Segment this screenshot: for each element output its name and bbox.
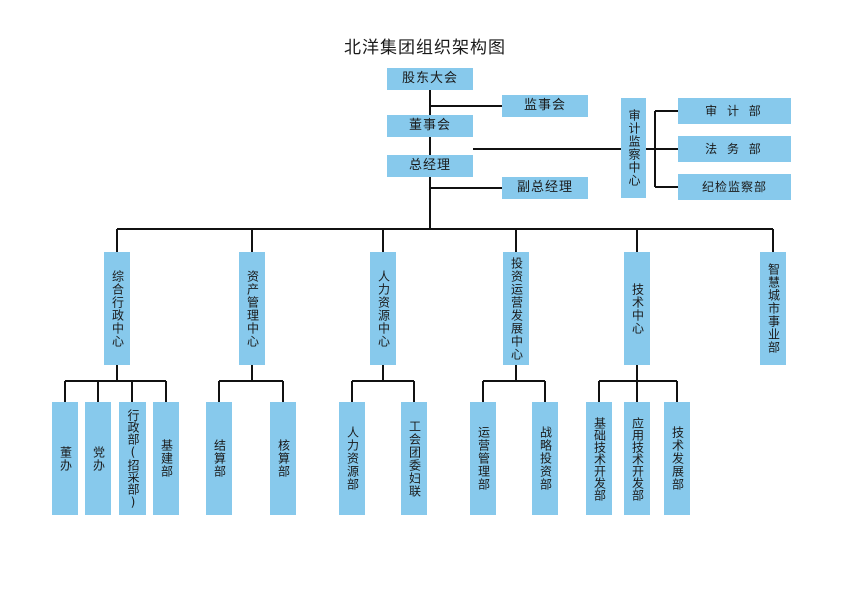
node-dept-union: 工会团委妇联 (401, 402, 427, 515)
node-board: 董事会 (387, 115, 473, 137)
node-dept-tech-development: 技术发展部 (664, 402, 690, 515)
node-center-admin: 综合行政中心 (104, 252, 130, 365)
dept-label: 基础技术开发部 (592, 416, 607, 501)
dept-label: 人力资源部 (345, 426, 360, 491)
node-dept-applied-tech: 应用技术开发部 (624, 402, 650, 515)
dept-label: 战略投资部 (538, 426, 553, 491)
node-center-smartcity: 智慧城市事业部 (760, 252, 786, 365)
node-general-manager: 总经理 (387, 155, 473, 177)
audit-center-label: 审计监察中心 (627, 109, 641, 187)
dept-label: 基建部 (159, 439, 174, 478)
node-audit-dept: 审 计 部 (678, 98, 791, 124)
node-audit-center: 审计监察中心 (621, 98, 646, 198)
node-center-asset: 资产管理中心 (239, 252, 265, 365)
node-dept-settlement: 结算部 (206, 402, 232, 515)
dept-label: 董办 (58, 445, 73, 472)
dept-label: 党办 (91, 445, 106, 472)
dept-label: 应用技术开发部 (630, 416, 645, 501)
node-dept-infrastructure: 基建部 (153, 402, 179, 515)
center-label: 人力资源中心 (376, 269, 391, 348)
node-dept-accounting: 核算部 (270, 402, 296, 515)
node-dept-party-office: 党办 (85, 402, 111, 515)
center-label: 智慧城市事业部 (766, 263, 781, 354)
node-legal-dept: 法 务 部 (678, 136, 791, 162)
node-dept-admin-procurement: 行政部(招采部) (119, 402, 146, 515)
dept-label: 工会团委妇联 (407, 419, 422, 498)
node-shareholders: 股东大会 (387, 68, 473, 90)
center-label: 技术中心 (630, 282, 645, 335)
node-vice-general-manager: 副总经理 (502, 177, 588, 199)
dept-label: 运营管理部 (476, 426, 491, 491)
node-supervisors: 监事会 (502, 95, 588, 117)
center-label: 投资运营发展中心 (509, 256, 524, 361)
center-label: 综合行政中心 (110, 269, 125, 348)
node-dept-strategy: 战略投资部 (532, 402, 558, 515)
page-title: 北洋集团组织架构图 (344, 38, 506, 58)
node-dept-basic-tech: 基础技术开发部 (586, 402, 612, 515)
node-center-tech: 技术中心 (624, 252, 650, 365)
node-dept-hr: 人力资源部 (339, 402, 365, 515)
dept-label: 结算部 (212, 439, 227, 478)
node-center-hr: 人力资源中心 (370, 252, 396, 365)
node-dept-board-office: 董办 (52, 402, 78, 515)
node-dept-operations: 运营管理部 (470, 402, 496, 515)
node-discipline-dept: 纪检监察部 (678, 174, 791, 200)
center-label: 资产管理中心 (245, 269, 260, 348)
dept-label: 技术发展部 (670, 426, 685, 491)
dept-label: 核算部 (276, 439, 291, 478)
dept-label: 行政部(招采部) (126, 408, 140, 509)
node-center-investment: 投资运营发展中心 (503, 252, 529, 365)
